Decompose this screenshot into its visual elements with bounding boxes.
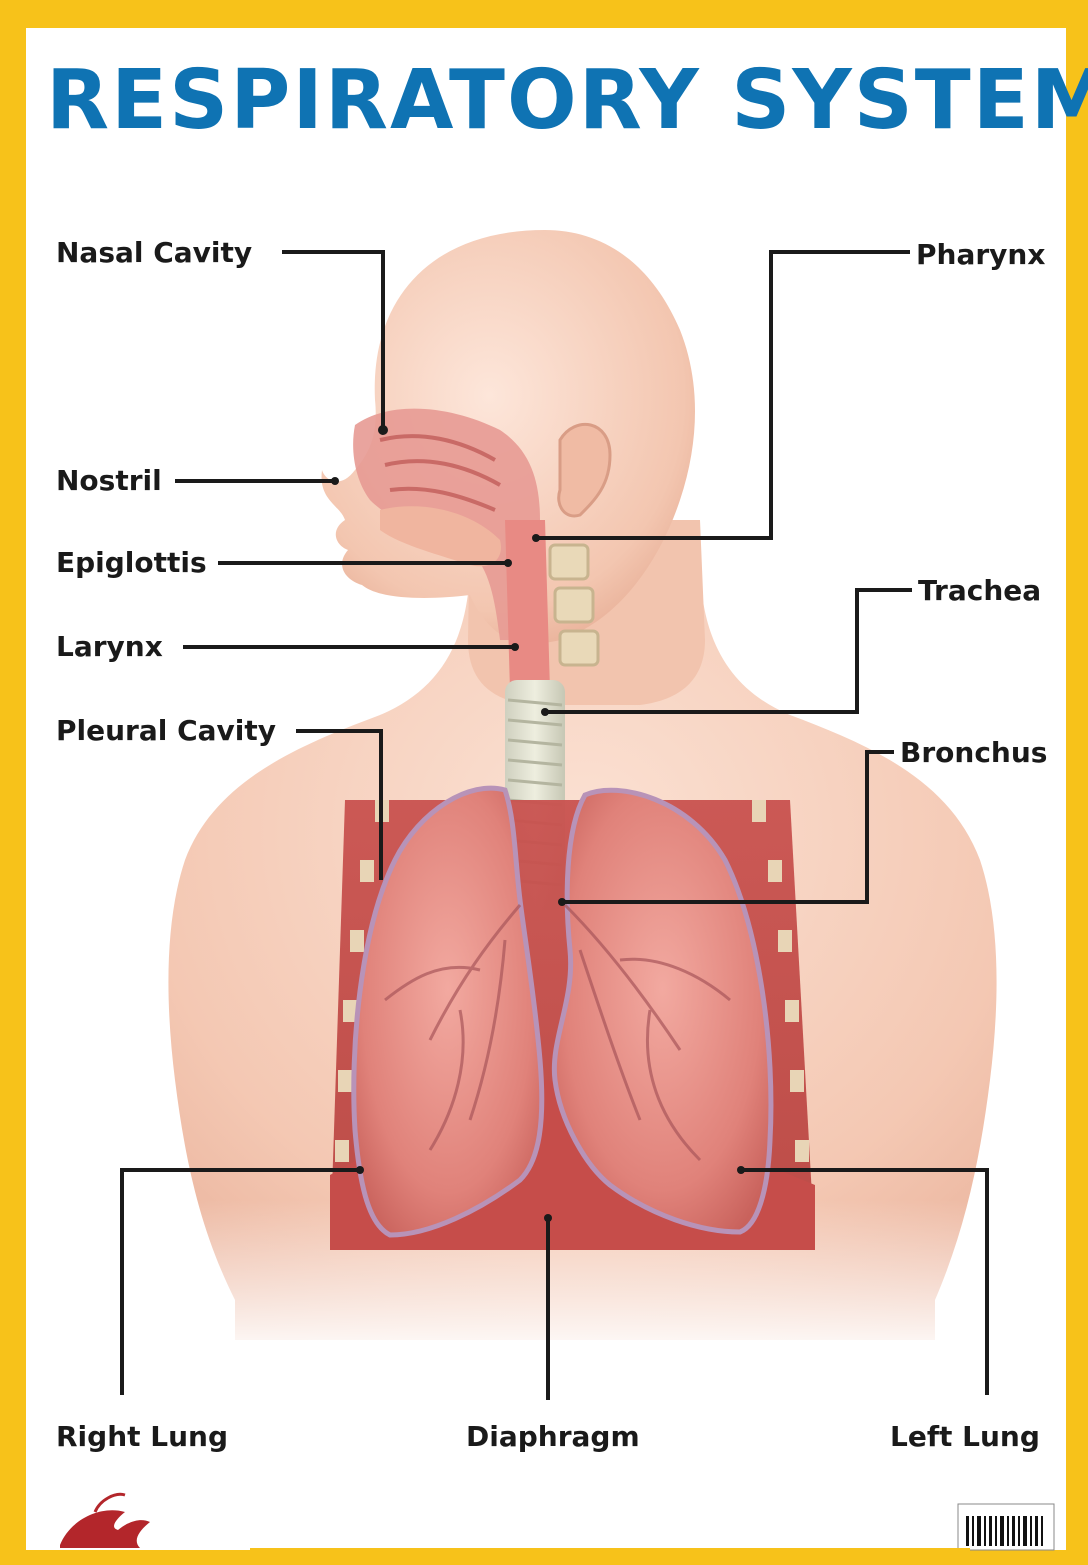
label-pharynx: Pharynx <box>916 238 1045 272</box>
label-diaphragm: Diaphragm <box>466 1420 640 1454</box>
label-nostril: Nostril <box>56 464 162 498</box>
pegasus-logo-icon <box>60 1494 150 1548</box>
leader-nasal-cavity <box>282 252 383 430</box>
pharynx-larynx-tube <box>505 520 550 690</box>
label-right-lung: Right Lung <box>56 1420 228 1454</box>
label-epiglottis: Epiglottis <box>56 546 207 580</box>
bottom-frame-strip <box>250 1548 970 1565</box>
label-nasal-cavity: Nasal Cavity <box>56 236 252 270</box>
label-larynx: Larynx <box>56 630 163 664</box>
label-left-lung: Left Lung <box>890 1420 1040 1454</box>
label-trachea: Trachea <box>918 574 1041 608</box>
label-bronchus: Bronchus <box>900 736 1047 770</box>
label-pleural-cavity: Pleural Cavity <box>56 714 276 748</box>
barcode-icon <box>958 1504 1054 1550</box>
